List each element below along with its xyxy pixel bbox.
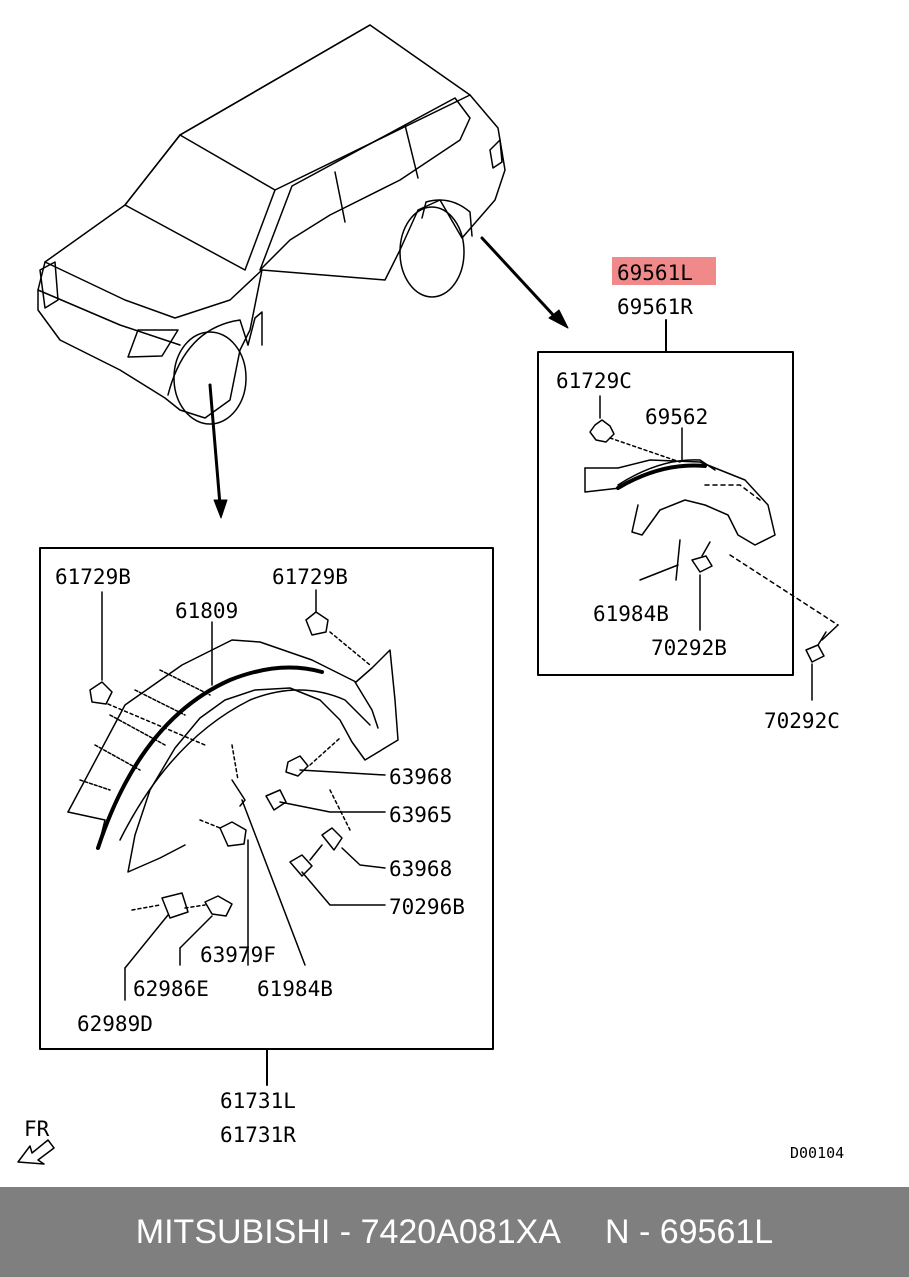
footer-part-number: MITSUBISHI - 7420A081XA [135, 1212, 561, 1251]
part-label-61809[interactable]: 61809 [175, 599, 238, 623]
part-label-70292b[interactable]: 70292B [651, 636, 727, 660]
footer-reference: N - 69561L [604, 1212, 774, 1251]
fender-flare-illustration [67, 639, 399, 873]
footer-bar: MITSUBISHI - 7420A081XA N - 69561L [0, 1187, 909, 1277]
part-label-62986e[interactable]: 62986E [133, 977, 209, 1001]
part-label-70292c[interactable]: 70292C [764, 709, 840, 733]
highlight-box [612, 257, 716, 285]
part-label-61731l[interactable]: 61731L [220, 1089, 296, 1113]
part-label-62989d[interactable]: 62989D [77, 1012, 153, 1036]
part-label-61729b-left[interactable]: 61729B [55, 565, 131, 589]
part-label-70296b[interactable]: 70296B [389, 895, 465, 919]
fasteners-illustration [124, 737, 386, 1001]
part-label-63968-b[interactable]: 63968 [389, 857, 452, 881]
upper-assembly-box [537, 351, 794, 676]
part-label-61984b-lower[interactable]: 61984B [257, 977, 333, 1001]
front-direction-arrow-icon [17, 1139, 55, 1165]
vehicle-illustration [37, 24, 506, 425]
clips-illustration [89, 589, 371, 746]
part-label-61729c[interactable]: 61729C [556, 369, 632, 393]
direction-label: FR [24, 1117, 50, 1141]
pin-61984b-illustration [639, 539, 681, 581]
part-label-69561l[interactable]: 69561L [617, 261, 693, 285]
part-label-61731r[interactable]: 61731R [220, 1123, 296, 1147]
part-label-61984b-upper[interactable]: 61984B [593, 602, 669, 626]
lower-assembly-box [39, 547, 494, 1050]
part-label-63979f[interactable]: 63979F [200, 943, 276, 967]
screw-70292c-illustration [805, 631, 827, 701]
diagram-code: D00104 [790, 1144, 844, 1162]
part-label-63965[interactable]: 63965 [389, 803, 452, 827]
splash-guard-illustration [584, 459, 776, 546]
parts-diagram: 69561L 69561R 61729C 69562 61984B 70292B… [17, 24, 844, 1165]
clip-61729c-illustration [589, 419, 681, 463]
part-label-69561r[interactable]: 69561R [617, 295, 693, 319]
screw-70292b-illustration [691, 541, 839, 641]
callout-arrows [208, 236, 569, 519]
part-label-69562[interactable]: 69562 [645, 405, 708, 429]
part-label-63968-a[interactable]: 63968 [389, 765, 452, 789]
part-label-61729b-right[interactable]: 61729B [272, 565, 348, 589]
